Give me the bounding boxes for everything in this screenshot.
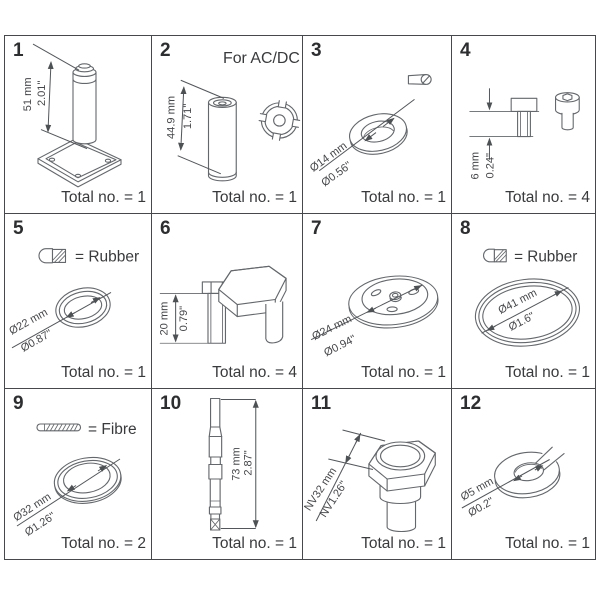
dimension-inch: 2.01" <box>36 81 48 107</box>
dimension-inch: 0.79" <box>178 306 190 331</box>
drawing-lock-washer: Ø5 mm Ø0.2" <box>459 445 567 519</box>
dimension-inch: 1.71" <box>182 104 194 129</box>
part-cell-10: 10 73 mm 2.87" Total no. = 1 <box>152 389 303 559</box>
parts-grid: 1 51 mm 2.01" Total no. = 1 2 For AC/DC <box>4 35 596 560</box>
total-count-label: Total no. = 4 <box>212 364 297 381</box>
total-count-label: Total no. = 1 <box>212 535 297 552</box>
part-number: 7 <box>311 218 322 239</box>
drawing-hex-plug: NV32 mm NV1.26" <box>303 429 436 533</box>
part-number: 12 <box>460 393 482 414</box>
part-cell-5: 5 = Rubber Ø22 mm Ø0.87" Total no. = 1 <box>5 214 152 389</box>
part-cell-11: 11 NV32 mm NV1.26" Total no. = 1 <box>303 389 452 559</box>
dimension-mm: 51 mm <box>22 77 34 111</box>
total-count-label: Total no. = 1 <box>212 189 297 206</box>
part-number: 4 <box>460 40 471 61</box>
fibre-swatch-icon <box>36 423 82 432</box>
rubber-swatch-icon <box>483 248 507 263</box>
total-count-label: Total no. = 1 <box>361 189 446 206</box>
total-count-label: Total no. = 1 <box>361 535 446 552</box>
fibre-legend-label: = Fibre <box>88 421 137 438</box>
part-cell-2: 2 For AC/DC 44.9 mm 1.71" Total no. = 1 <box>152 36 303 214</box>
part-number: 11 <box>311 393 332 414</box>
rubber-legend-label: = Rubber <box>514 248 577 265</box>
drawing-armature-pin: 73 mm 2.87" <box>208 397 259 531</box>
part-number: 5 <box>13 218 24 239</box>
drawing-set-screw: 6 mm 0.24" <box>469 88 580 180</box>
part-number: 10 <box>160 393 182 414</box>
ac-dc-note: For AC/DC <box>223 50 300 67</box>
drawing-valve-plate: Ø24 mm Ø0.94" <box>310 275 439 359</box>
drawing-oring-small: = Rubber Ø22 mm Ø0.87" <box>7 248 139 355</box>
rubber-swatch-icon <box>38 248 67 264</box>
part-cell-12: 12 Ø5 mm Ø0.2" Total no. = 1 <box>452 389 595 559</box>
total-count-label: Total no. = 1 <box>361 364 446 381</box>
part-number: 3 <box>311 40 322 61</box>
part-number: 6 <box>160 218 171 239</box>
dimension-inch: 0.24" <box>485 153 497 179</box>
total-count-label: Total no. = 1 <box>61 189 146 206</box>
dimension-inch: 2.87" <box>243 450 255 475</box>
total-count-label: Total no. = 4 <box>505 189 590 206</box>
dimension-mm: 20 mm <box>158 302 170 336</box>
material-icon <box>407 73 432 85</box>
drawing-fibre-washer: = Fibre Ø32 mm Ø1.26" <box>11 421 137 539</box>
part-cell-8: 8 = Rubber Ø41 mm Ø1.6" Total no. = 1 <box>452 214 595 389</box>
part-cell-1: 1 51 mm 2.01" Total no. = 1 <box>5 36 152 214</box>
drawing-gasket-washer: Ø14 mm Ø0.56" <box>308 73 432 189</box>
part-number: 1 <box>13 40 24 61</box>
part-number: 2 <box>160 40 171 61</box>
dimension-inch: Ø0.87" <box>19 328 54 355</box>
rubber-legend-label: = Rubber <box>75 248 139 265</box>
part-number: 9 <box>13 393 24 414</box>
drawing-hex-bolt: 20 mm 0.79" <box>158 265 287 344</box>
part-cell-4: 4 6 mm 0.24" Total no. = 4 <box>452 36 595 214</box>
part-cell-6: 6 20 mm 0.79" Total no. = 4 <box>152 214 303 389</box>
total-count-label: Total no. = 2 <box>61 535 146 552</box>
drawing-coil-sleeve: For AC/DC 44.9 mm 1.71" <box>166 50 302 182</box>
part-cell-9: 9 = Fibre Ø32 mm Ø1.26" Total no. = 2 <box>5 389 152 559</box>
part-cell-3: 3 Ø14 mm Ø0.56" Total no. = 1 <box>303 36 452 214</box>
total-count-label: Total no. = 1 <box>505 535 590 552</box>
drawing-oring-large: = Rubber Ø41 mm Ø1.6" <box>474 248 581 347</box>
dimension-mm: 6 mm <box>470 152 482 180</box>
part-number: 8 <box>460 218 471 239</box>
part-cell-7: 7 Ø24 mm Ø0.94" Total no. = 1 <box>303 214 452 389</box>
dimension-mm: 73 mm <box>230 447 242 481</box>
drawing-mounting-stud: 51 mm 2.01" <box>22 43 122 188</box>
total-count-label: Total no. = 1 <box>505 364 590 381</box>
dimension-mm: 44.9 mm <box>166 96 178 139</box>
total-count-label: Total no. = 1 <box>61 364 146 381</box>
